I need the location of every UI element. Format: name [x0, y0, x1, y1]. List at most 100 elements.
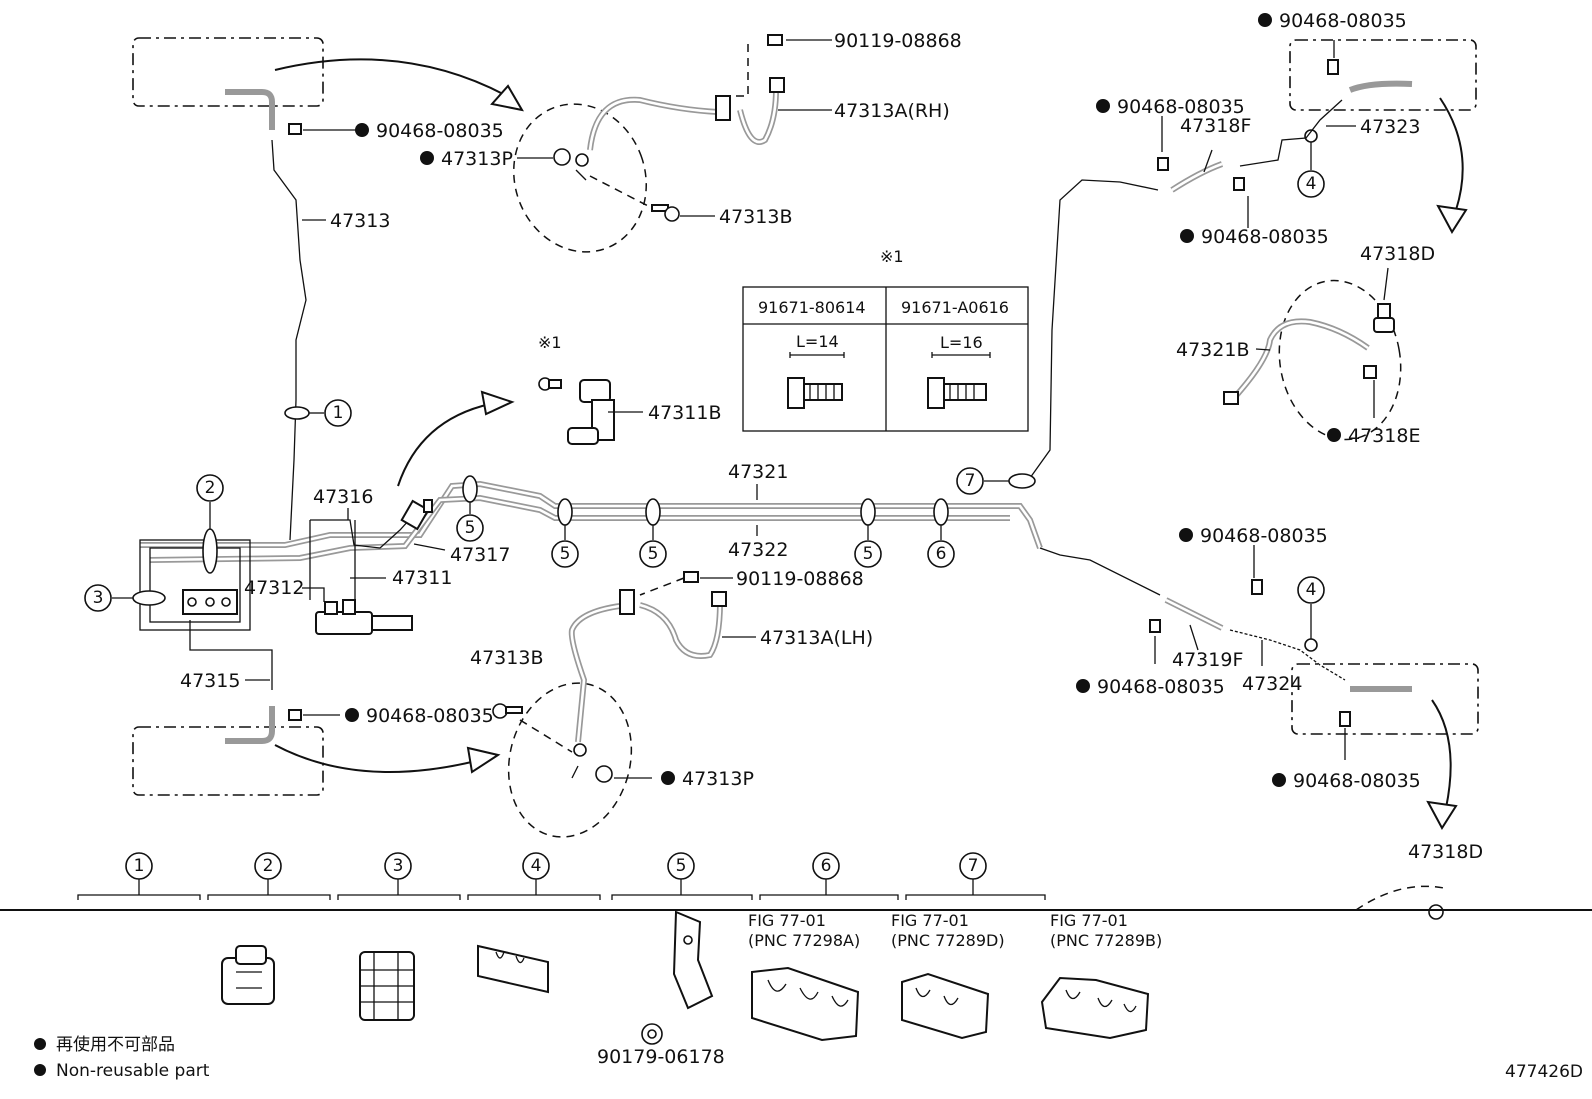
legend-english: Non-reusable part: [56, 1061, 210, 1081]
clip-oval-7: [1008, 473, 1036, 489]
clip-90468-rear-left-b: [1251, 579, 1263, 595]
bolt-table-note: ※1: [880, 247, 904, 266]
front-right-pipe-stub: [225, 89, 275, 130]
fitting-47318D-low: [1428, 904, 1444, 920]
callout-4-low: 4: [1297, 576, 1325, 604]
brake-actuator-block: [139, 539, 251, 631]
diagram-id: 477426D: [1505, 1062, 1583, 1082]
catalog-callout-6: 6: [812, 852, 840, 895]
clip-47313P-top: [553, 148, 589, 181]
label-47318D-low: 47318D: [1408, 841, 1483, 863]
arrow-to-rear-left-hose: [1426, 699, 1458, 830]
non-reusable-dot-90468-g: [1076, 679, 1090, 693]
non-reusable-dot-90468-b: [1258, 13, 1272, 27]
bolt-table-col2-length: L=16: [940, 333, 983, 352]
callout-6-main: 6: [927, 540, 955, 568]
clip-47313P-low: [571, 743, 613, 783]
svg-text:6: 6: [821, 856, 832, 876]
catalog-callout-3: 3: [384, 852, 412, 895]
joint-circle-4-low: [1304, 638, 1318, 652]
clip-oval-1: [284, 406, 310, 420]
legend: 再使用不可部品 Non-reusable part: [34, 1034, 210, 1081]
label-47311: 47311: [392, 567, 452, 589]
fig-ref-3-line2: (PNC 77289B): [1050, 931, 1162, 950]
joint-47317: [400, 499, 433, 531]
label-90468-a: 90468-08035: [376, 120, 504, 142]
label-90468-d: 90468-08035: [1201, 226, 1329, 248]
label-90179: 90179-06178: [597, 1046, 725, 1068]
label-47313B-top: 47313B: [719, 206, 792, 228]
tube-47316: [310, 509, 419, 549]
label-47324: 47324: [1242, 673, 1302, 695]
fig-ref-2-line2: (PNC 77289D): [891, 931, 1005, 950]
flexible-hose-47313A-rh: [587, 77, 785, 151]
clip-90468-rear-left-c: [1339, 711, 1351, 727]
clip-icon-7: [1040, 976, 1150, 1040]
label-47321B: 47321B: [1176, 339, 1249, 361]
svg-text:3: 3: [393, 856, 404, 876]
svg-text:6: 6: [936, 544, 947, 564]
non-reusable-dot-90468-h: [1272, 773, 1286, 787]
svg-text:5: 5: [676, 856, 687, 876]
callout-5-b: 5: [551, 540, 579, 568]
label-90119-top: 90119-08868: [834, 30, 962, 52]
label-47316: 47316: [313, 486, 373, 508]
front-left-pipe-stub: [225, 706, 275, 744]
bolt-table-col2-header: 91671-A0616: [901, 298, 1009, 317]
label-47311B: 47311B: [648, 402, 721, 424]
clip-90468-rear-right-b: [1233, 177, 1245, 191]
fig-ref-1-line2: (PNC 77298A): [748, 931, 860, 950]
bolt-90119-mid: [639, 571, 699, 596]
svg-text:4: 4: [1306, 580, 1317, 600]
callout-5-c: 5: [639, 540, 667, 568]
clip-oval-5b: [557, 498, 573, 526]
callout-1-main: 1: [324, 399, 352, 427]
svg-text:5: 5: [560, 544, 571, 564]
clip-90468-front-left: [288, 709, 302, 721]
svg-text:2: 2: [263, 856, 274, 876]
dash-47313B-top: [589, 175, 653, 209]
clip-icon-6: [901, 972, 990, 1040]
non-reusable-dot-90468-c: [1096, 99, 1110, 113]
label-47313: 47313: [330, 210, 390, 232]
wheel-area-front-right-box: [132, 37, 324, 107]
svg-text:4: 4: [531, 856, 542, 876]
fig-ref-1-line1: FIG 77-01: [748, 911, 826, 930]
rear-left-hose-dashed-arc: [1355, 885, 1445, 911]
clip-90468-front-right: [288, 123, 302, 135]
clip-90468-rear-right-a: [1157, 157, 1169, 171]
flexible-hose-47313A-lh: [568, 589, 727, 743]
svg-text:7: 7: [968, 856, 979, 876]
rear-tube-down: [1039, 547, 1161, 596]
svg-text:7: 7: [965, 471, 976, 491]
svg-text:5: 5: [863, 544, 874, 564]
fig-ref-2-line1: FIG 77-01: [891, 911, 969, 930]
svg-text:5: 5: [648, 544, 659, 564]
label-47318E: 47318E: [1348, 425, 1420, 447]
bolt-table: ※1 91671-80614 91671-A0616 L=14 L=16: [742, 247, 1029, 432]
fig-ref-3-line1: FIG 77-01: [1050, 911, 1128, 930]
rear-tube-47324: [1229, 629, 1346, 681]
bolt-47313B-low: [492, 703, 523, 719]
hose-47321B: [1223, 318, 1370, 405]
label-90468-h: 90468-08035: [1293, 770, 1421, 792]
rear-tube-up: [1029, 179, 1159, 479]
label-47322: 47322: [728, 539, 788, 561]
note-small-x1: ※1: [538, 333, 562, 352]
clip-oval-5d: [860, 498, 876, 526]
clip-90468-rear-left-a: [1149, 619, 1161, 633]
front-left-hose-dashed-group: [507, 682, 633, 838]
main-brake-tube-bundle: [140, 480, 1043, 563]
label-90468-e: 90468-08035: [366, 705, 494, 727]
clip-icon-1: [221, 945, 275, 1005]
front-right-hose-dashed-group: [513, 103, 647, 253]
wheel-area-rear-right-box: [1289, 39, 1477, 111]
wheel-area-rear-left-box: [1291, 663, 1479, 735]
catalog-callout-4: 4: [522, 852, 550, 895]
clip-90468-rear-right-top: [1327, 59, 1339, 75]
fitting-47318D-top: [1373, 303, 1395, 333]
label-47319F: 47319F: [1172, 649, 1243, 671]
svg-text:2: 2: [205, 478, 216, 498]
catalog-callout-1: 1: [125, 852, 153, 895]
